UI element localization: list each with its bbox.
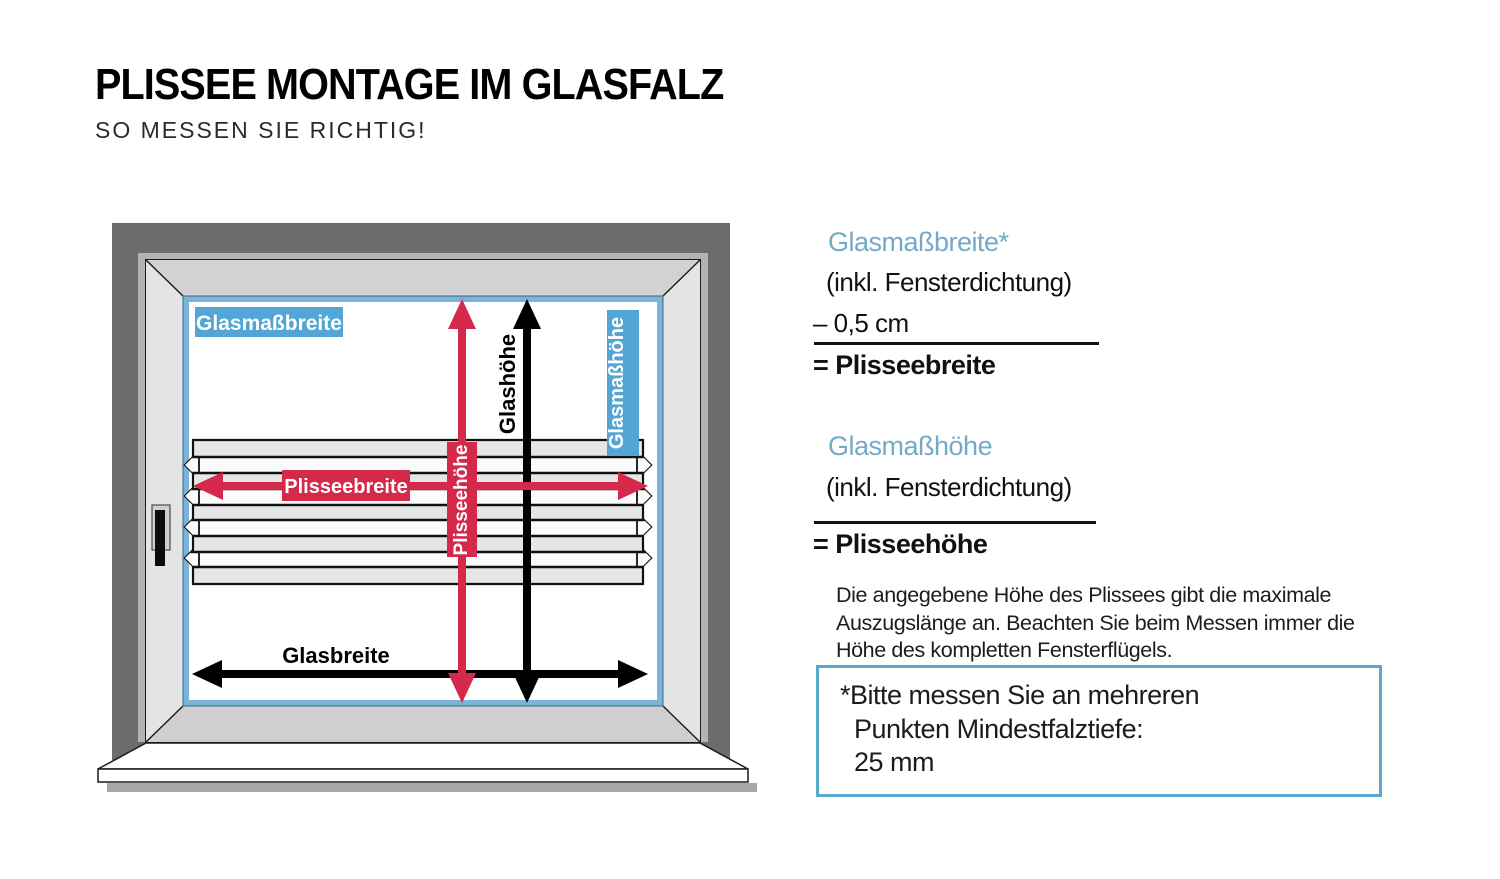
label-glashoehe: Glashöhe [495,334,520,434]
arrow-glasbreite [192,660,648,688]
width-calc-line1: (inkl. Fensterdichtung) [826,267,1072,297]
label-glasmassbreite: Glasmaßbreite [195,307,343,337]
height-note: Die angegebene Höhe des Plissees gibt di… [836,582,1355,665]
arrow-glashoehe [513,299,541,703]
footnote-box: *Bitte messen Sie an mehreren Punkten Mi… [816,665,1382,797]
frame-miter-lines [145,259,701,743]
svg-text:Glasmaßhöhe: Glasmaßhöhe [606,317,628,449]
footnote-line3: 25 mm [854,747,935,777]
label-glasmasshoehe: Glasmaßhöhe [606,310,639,456]
svg-text:Plisseebreite: Plisseebreite [284,476,407,498]
width-calc-heading: Glasmaßbreite* [828,227,1009,257]
pleated-blind [183,438,653,586]
footnote-line1: *Bitte messen Sie an mehreren [840,680,1200,710]
height-note-line2: Auszugslänge an. Beachten Sie beim Messe… [836,610,1355,635]
svg-text:Plisseehöhe: Plisseehöhe [451,445,472,556]
sill-shadow [107,783,757,792]
width-calc-line2: – 0,5 cm [813,308,909,338]
height-calc-rule [814,521,1096,524]
window-sill [97,742,757,792]
page-subtitle: SO MESSEN SIE RICHTIG! [95,117,427,143]
window-handle [151,504,171,566]
height-calc-line1: (inkl. Fensterdichtung) [826,472,1072,502]
height-note-line1: Die angegebene Höhe des Plissees gibt di… [836,583,1332,607]
height-calc-result: = Plisseehöhe [813,529,988,559]
width-calc-result: = Plisseebreite [813,350,996,380]
label-plisseehoehe: Plisseehöhe [447,442,477,557]
width-calc-rule [814,342,1099,345]
pleat-ticks [198,458,638,566]
height-note-line3: Höhe des kompletten Fensterflügels. [836,638,1173,662]
label-glasbreite: Glasbreite [282,643,390,668]
svg-text:Glasmaßbreite: Glasmaßbreite [196,312,342,335]
window-diagram: Glasmaßbreite Glasmaßhöhe Glashöhe Pliss… [97,223,757,792]
footnote-line2: Punkten Mindestfalztiefe: [854,713,1144,744]
height-calc-heading: Glasmaßhöhe [828,431,993,461]
label-plisseebreite: Plisseebreite [282,470,410,501]
page-title: PLISSEE MONTAGE IM GLASFALZ [95,60,724,109]
